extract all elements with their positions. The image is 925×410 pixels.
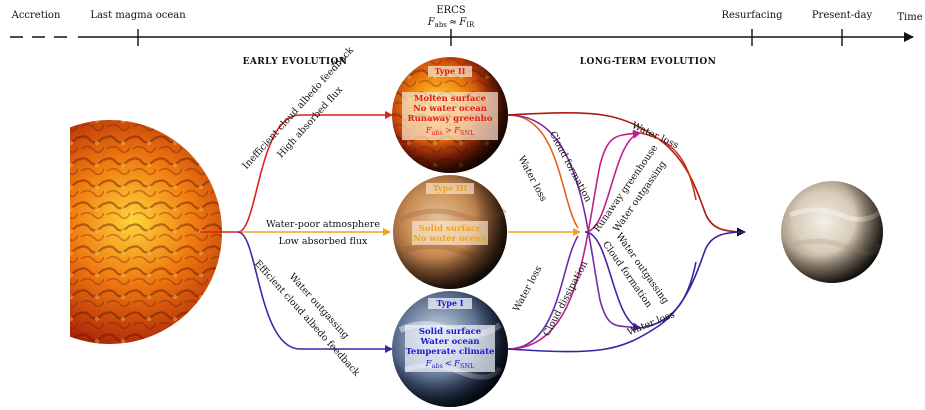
planet-type2-flux-equation: Fabs>FSNL <box>425 126 475 137</box>
present-day-venus-planet <box>781 181 883 283</box>
planet-type3-tag: Type III <box>433 183 468 193</box>
path-to-type1 <box>237 231 393 353</box>
path-type2-water-loss <box>507 114 579 229</box>
label-efficient-cloud-albedo-feedback: Efficient cloud albedo feedback <box>252 258 362 378</box>
path-to-type2 <box>237 111 393 233</box>
timeline-label-last-magma-ocean: Last magma ocean <box>90 10 186 21</box>
path-type1-water-loss <box>507 235 579 350</box>
label-water-loss-upper-left: Water loss <box>516 154 549 204</box>
timeline-label-present-day: Present-day <box>812 10 873 21</box>
label-low-absorbed-flux: Low absorbed flux <box>279 236 368 247</box>
path-bottom-water-loss <box>639 261 697 329</box>
planet-type1-line-2: Water ocean <box>419 337 479 347</box>
planet-type1-line-3: Temperate climate <box>406 347 495 357</box>
planet-type3: Type III Solid surface No water ocean <box>393 175 507 289</box>
path-type1-cloud-dissipation <box>507 129 641 350</box>
section-title-long-term-evolution: LONG-TERM EVOLUTION <box>580 57 716 67</box>
path-type2-cloud-formation <box>507 114 641 332</box>
early-evolution-paths <box>200 111 393 353</box>
planet-type1-tag: Type I <box>437 298 464 308</box>
path-middle-water-outgassing <box>584 231 641 331</box>
planet-type2: Type II Molten surface No water ocean Ru… <box>392 57 508 173</box>
path-middle-runaway-greenhouse <box>584 130 641 233</box>
timeline: Accretion Last magma ocean ERCS Fabs≈FIR… <box>10 5 923 46</box>
timeline-label-time: Time <box>897 12 922 23</box>
long-term-paths <box>507 112 746 353</box>
timeline-label-ercs: ERCS <box>436 5 465 16</box>
label-cloud-formation-upper: Cloud formation <box>547 130 594 204</box>
planet-type2-line-3: Runaway greenho <box>408 114 493 124</box>
ercs-flux-equation: Fabs≈FIR <box>427 17 475 29</box>
timeline-label-accretion: Accretion <box>11 10 61 21</box>
label-water-loss-lower-left: Water loss <box>511 264 544 314</box>
planet-type1-line-1: Solid surface <box>419 327 482 337</box>
path-type2-to-venus <box>507 112 746 233</box>
planet-type3-line-2: No water ocean <box>413 234 487 244</box>
timeline-label-resurfacing: Resurfacing <box>721 10 783 21</box>
planet-type1-flux-equation: Fabs<FSNL <box>425 359 475 370</box>
planet-type2-tag: Type II <box>435 66 466 76</box>
planet-type2-line-2: No water ocean <box>413 104 487 114</box>
section-title-early-evolution: EARLY EVOLUTION <box>243 57 348 67</box>
path-top-water-loss <box>639 132 697 201</box>
planet-type2-line-1: Molten surface <box>414 94 487 104</box>
magma-ocean-planet <box>0 110 222 360</box>
planet-type1: Type I Solid surface Water ocean Tempera… <box>392 291 508 407</box>
crop-mask <box>0 110 70 360</box>
label-water-poor-atmosphere: Water-poor atmosphere <box>266 219 380 230</box>
planet-type3-line-1: Solid surface <box>419 224 482 234</box>
